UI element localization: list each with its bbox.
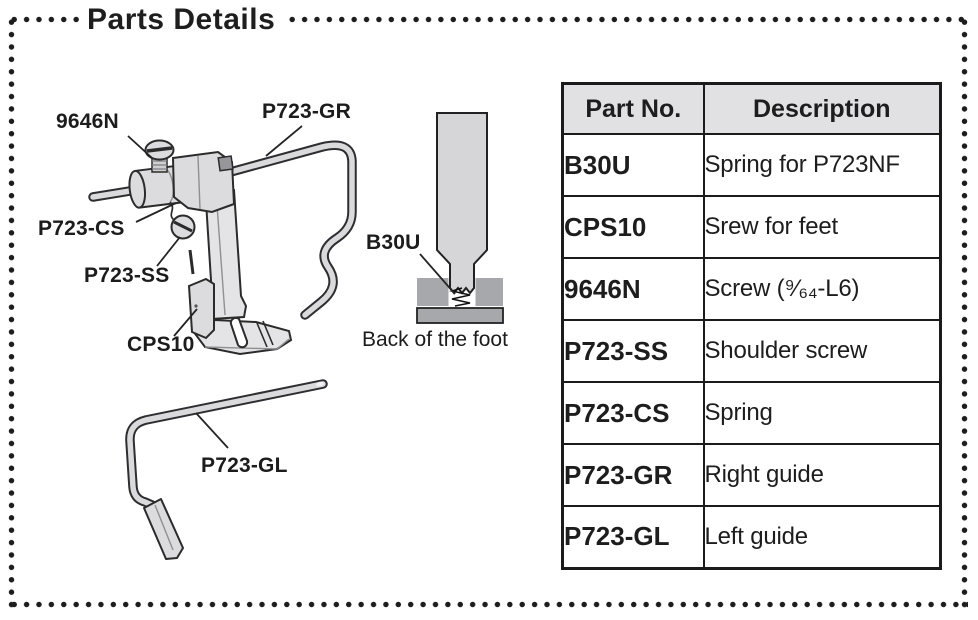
border-top-left-dots: [8, 16, 80, 23]
caption-back-of-foot: Back of the foot: [362, 328, 508, 351]
table-row: B30U Spring for P723NF: [561, 133, 942, 197]
table-header-row: Part No. Description: [561, 82, 942, 135]
table-row: P723-CS Spring: [561, 381, 942, 445]
label-p723-gl: P723-GL: [201, 454, 288, 477]
part-no-cell: CPS10: [561, 195, 705, 259]
col-header-part-no: Part No.: [561, 82, 705, 135]
border-top-right-dots: [286, 16, 968, 23]
label-p723-gr: P723-GR: [262, 100, 351, 123]
label-cps10: CPS10: [127, 333, 195, 356]
part-no-cell: P723-CS: [561, 381, 705, 445]
table-row: 9646N Screw (⁹⁄₆₄-L6): [561, 257, 942, 321]
leader-lines: [127, 125, 456, 449]
table-row: P723-GR Right guide: [561, 443, 942, 507]
description-cell: Screw (⁹⁄₆₄-L6): [702, 257, 942, 321]
part-no-cell: P723-GL: [561, 505, 705, 569]
page-title: Parts Details: [87, 3, 276, 36]
table-row: P723-SS Shoulder screw: [561, 319, 942, 383]
part-no-cell: P723-GR: [561, 443, 705, 507]
table-row: P723-GL Left guide: [561, 505, 942, 569]
label-p723-ss: P723-SS: [84, 264, 170, 287]
description-cell: Spring: [702, 381, 942, 445]
description-cell: Left guide: [702, 505, 942, 569]
part-no-cell: B30U: [561, 133, 705, 197]
label-9646n: 9646N: [56, 110, 119, 133]
table-row: CPS10 Srew for feet: [561, 195, 942, 259]
part-no-cell: P723-SS: [561, 319, 705, 383]
back-of-foot-drawing: [416, 112, 504, 324]
border-bottom-dots: [8, 601, 968, 608]
border-left-dots: [8, 16, 15, 608]
description-cell: Srew for feet: [702, 195, 942, 259]
col-header-description: Description: [702, 82, 942, 135]
label-p723-cs: P723-CS: [38, 217, 125, 240]
left-guide-drawing: [125, 379, 328, 560]
foot-assembly-drawing: [88, 139, 357, 356]
part-no-cell: 9646N: [561, 257, 705, 321]
label-b30u: B30U: [366, 231, 421, 254]
parts-table: Part No. Description B30U Spring for P72…: [561, 82, 942, 570]
description-cell: Spring for P723NF: [702, 133, 942, 197]
border-right-dots: [961, 16, 968, 608]
description-cell: Shoulder screw: [702, 319, 942, 383]
description-cell: Right guide: [702, 443, 942, 507]
